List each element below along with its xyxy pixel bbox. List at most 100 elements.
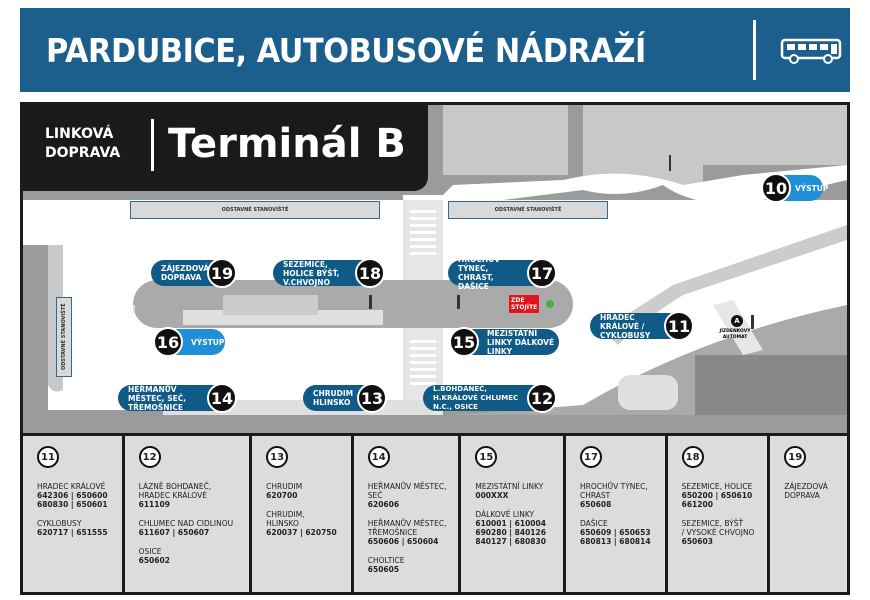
destination: CHLUMEC NAD CIDLINOU	[138, 519, 234, 528]
parking-area: ODSTAVNÉ STANOVIŠTĚ	[130, 201, 380, 219]
header: PARDUBICE, AUTOBUSOVÉ NÁDRAŽÍ	[20, 8, 850, 92]
line-numbers: 650602	[138, 556, 170, 565]
destination: DÁLKOVÉ LINKY	[475, 510, 535, 519]
line-numbers: 650606 | 650604	[367, 537, 439, 546]
subtitle-line1: LINKOVÁ	[45, 126, 114, 142]
ticket-machine-icon: A	[731, 315, 743, 327]
parking-area: ODSTAVNÉ STANOVIŠTĚ	[56, 297, 72, 377]
line-numbers: 650605	[367, 565, 400, 574]
destination: SEZEMICE, BÝŠŤ / VYSOKÉ CHVOJNO	[681, 519, 755, 537]
line-numbers: 620700	[266, 491, 298, 500]
stand-number: 11	[664, 311, 694, 341]
stand-15[interactable]: 15 MEZISTÁTNÍ LINKY DÁLKOVÉ LINKY	[449, 327, 559, 357]
stand-number: 17	[527, 258, 557, 288]
divider	[151, 119, 154, 171]
divider	[753, 20, 756, 80]
stand-number: 18	[355, 258, 385, 288]
destination: CHRUDIM	[266, 482, 303, 491]
destination: OSICE	[138, 547, 162, 556]
stand-label: CHRUDIM HLINSKO	[313, 389, 354, 407]
line-numbers: 620717 | 651555	[37, 528, 108, 537]
stand-number: 13	[357, 383, 387, 413]
line-numbers: 650608	[580, 500, 612, 509]
line-numbers: 642306 | 650600 680830 | 650601	[37, 491, 108, 509]
stand-12[interactable]: L.BOHDANEČ, H.KRÁLOVÉ CHLUMEC N.C., OSIC…	[423, 383, 557, 413]
stand-label: HEŘMANŮV MĚSTEC, SEČ, TŘEMOŠNICE	[128, 384, 187, 412]
destination: HEŘMANŮV MĚSTEC, TŘEMOŠNICE	[367, 519, 447, 537]
parking-label: ODSTAVNÉ STANOVIŠTĚ	[61, 303, 67, 371]
stand-number: 19	[784, 446, 807, 468]
line-numbers: 611109	[138, 500, 170, 509]
map-background	[23, 105, 847, 435]
stand-number: 19	[207, 258, 237, 288]
stand-number: 12	[527, 383, 557, 413]
destination: CHOLTICE	[367, 556, 405, 565]
terminal-title: Terminál B	[168, 121, 406, 167]
destination: HEŘMANŮV MĚSTEC, SEČ	[367, 482, 447, 500]
you-are-here-marker: ZDE STOJÍTE	[509, 295, 539, 313]
ticket-machine-label: JÍZDENKOVÝ AUTOMAT	[719, 329, 751, 340]
stand-label: L.BOHDANEČ, H.KRÁLOVÉ CHLUMEC N.C., OSIC…	[433, 384, 519, 411]
stand-17[interactable]: HROCHŮV TÝNEC, CHRAST, DAŠICE 17	[448, 255, 557, 291]
stand-label: MEZISTÁTNÍ LINKY DÁLKOVÉ LINKY	[487, 328, 555, 356]
stand-label: HRADEC KRÁLOVÉ / CYKLOBUSY	[600, 312, 651, 340]
line-numbers: 650200 | 650610 661200	[681, 491, 753, 509]
stand-number: 16	[153, 327, 183, 357]
page-title: PARDUBICE, AUTOBUSOVÉ NÁDRAŽÍ	[46, 30, 646, 70]
stand-number: 17	[580, 446, 602, 468]
stand-number: 10	[761, 173, 791, 203]
parking-label: ODSTAVNÉ STANOVIŠTĚ	[494, 207, 562, 213]
destination: HROCHŮV TÝNEC, CHRAST	[580, 482, 648, 500]
stand-number: 12	[138, 446, 161, 468]
line-numbers: 611607 | 650607	[138, 528, 210, 537]
stand-number: 14	[367, 446, 390, 468]
line-numbers: 650609 | 650653 680813 | 680814	[580, 528, 651, 546]
stand-number: 15	[449, 327, 479, 357]
stand-number: 15	[475, 446, 498, 468]
destination: ZÁJEZDOVÁ DOPRAVA	[784, 482, 828, 500]
bus-icon	[780, 38, 842, 64]
destination: HRADEC KRÁLOVÉ	[37, 482, 106, 491]
stand-label: ZÁJEZDOVÁ DOPRAVA	[161, 264, 210, 282]
destination: LÁZNĚ BOHDANEČ, HRADEC KRÁLOVÉ	[138, 482, 212, 500]
route-group: ZÁJEZDOVÁ DOPRAVA	[784, 482, 847, 500]
stand-label: HROCHŮV TÝNEC, CHRAST, DAŠICE	[458, 255, 501, 291]
destination: SEZEMICE, HOLICE	[681, 482, 753, 491]
line-numbers: 000XXX	[475, 491, 509, 500]
stand-number: 13	[266, 446, 289, 468]
destination: MEZISTÁTNÍ LINKY	[475, 482, 544, 491]
stand-number: 18	[681, 446, 704, 468]
stand-11[interactable]: HRADEC KRÁLOVÉ / CYKLOBUSY 11	[590, 311, 694, 341]
line-numbers: 610001 | 610004 690280 | 840126 840127 |…	[475, 519, 546, 546]
parking-label: ODSTAVNÉ STANOVIŠTĚ	[221, 207, 289, 213]
